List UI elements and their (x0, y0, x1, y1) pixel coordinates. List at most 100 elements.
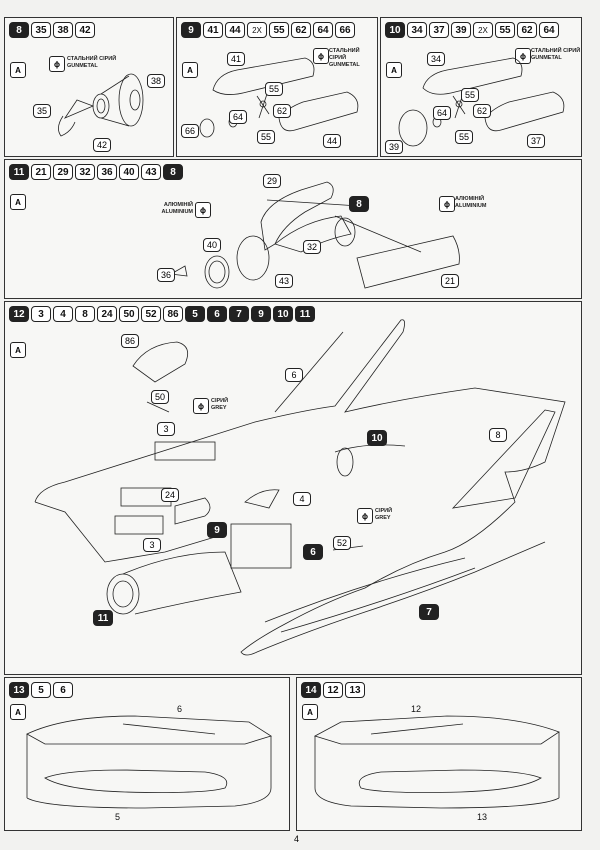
paint-name-ua: СТАЛЬНИЙ СІРИЙ (67, 56, 117, 62)
step-13-header: 13 5 6 (9, 682, 73, 698)
paint-icon: ϕ (49, 56, 65, 72)
part-chip: 29 (53, 164, 73, 180)
glue-icon: A (182, 62, 198, 78)
glue-icon: A (10, 342, 26, 358)
callout-36: 36 (157, 268, 175, 282)
part-chip: 5 (31, 682, 51, 698)
part-chip: 62 (517, 22, 537, 38)
callout-3: 3 (157, 422, 175, 436)
quantity-chip: 2X (247, 22, 267, 38)
step-number: 12 (9, 306, 29, 322)
callout-55: 55 (461, 88, 479, 102)
part-chip: 64 (313, 22, 333, 38)
part-chip: 43 (141, 164, 161, 180)
callout-12: 12 (411, 704, 422, 714)
callout-21: 21 (441, 274, 459, 288)
callout-52: 52 (333, 536, 351, 550)
part-chip: 62 (291, 22, 311, 38)
paint-icon: ϕ (439, 196, 455, 212)
step-12-drawing (34, 319, 566, 656)
part-chip: 6 (53, 682, 73, 698)
callout-55: 55 (455, 130, 473, 144)
part-chip: 40 (119, 164, 139, 180)
step-ref-6: 6 (303, 544, 323, 560)
paint-name-ua: СТАЛЬНИЙ СІРИЙ (531, 48, 581, 54)
part-chip: 42 (75, 22, 95, 38)
callout-41: 41 (227, 52, 245, 66)
page-number: 4 (294, 834, 300, 844)
callout-64: 64 (433, 106, 451, 120)
paint-name-en: GUNMETAL (531, 55, 562, 61)
part-chip: 36 (97, 164, 117, 180)
paint-name-en: GUNMETAL (329, 62, 360, 68)
glue-icon: A (386, 62, 402, 78)
paint-icon: ϕ (357, 508, 373, 524)
paint-name-en: GREY (211, 405, 227, 411)
paint-name-ua: СІРИЙ (211, 398, 229, 404)
glue-icon: A (10, 62, 26, 78)
step-ref-11: 11 (93, 610, 113, 626)
paint-icon: ϕ (193, 398, 209, 414)
step-number: 14 (301, 682, 321, 698)
part-chip: 55 (269, 22, 289, 38)
callout-29: 29 (263, 174, 281, 188)
step-13-drawing (26, 715, 272, 809)
step-14-header: 14 12 13 (301, 682, 365, 698)
step-ref-chip: 8 (163, 164, 183, 180)
step-9-panel: 9 41 44 2X 55 62 64 66 A ϕ СТАЛЬНИЙ СІРИ… (176, 17, 378, 157)
paint-name-ua: АЛЮМІНІЙ (455, 196, 485, 202)
callout-64: 64 (229, 110, 247, 124)
paint-name-en: ALUMINIUM (455, 203, 487, 209)
callout-32: 32 (303, 240, 321, 254)
step-8-drawing (58, 73, 144, 137)
callout-44: 44 (323, 134, 341, 148)
quantity-chip: 2X (473, 22, 493, 38)
part-chip: 37 (429, 22, 449, 38)
paint-name-en: ALUMINIUM (161, 209, 193, 215)
step-8-header: 8 35 38 42 (9, 22, 95, 38)
step-ref-chip: 6 (207, 306, 227, 322)
step-ref-chip: 5 (185, 306, 205, 322)
callout-66: 66 (181, 124, 199, 138)
step-11-header: 11 21 29 32 36 40 43 8 (9, 164, 183, 180)
callout-40: 40 (203, 238, 221, 252)
part-chip: 66 (335, 22, 355, 38)
step-10-drawing (398, 57, 565, 147)
part-chip: 4 (53, 306, 73, 322)
step-ref-chip: 10 (273, 306, 293, 322)
callout-4: 4 (293, 492, 311, 506)
callout-3: 3 (143, 538, 161, 552)
part-chip: 41 (203, 22, 223, 38)
part-chip: 8 (75, 306, 95, 322)
part-chip: 86 (163, 306, 183, 322)
callout-34: 34 (427, 52, 445, 66)
paint-icon: ϕ (313, 48, 329, 64)
callout-42: 42 (93, 138, 111, 152)
paint-name-ua: АЛЮМІНІЙ (163, 202, 193, 208)
part-chip: 44 (225, 22, 245, 38)
step-13-panel: 13 5 6 A 6 5 (4, 677, 290, 831)
glue-icon: A (10, 704, 26, 720)
paint-icon: ϕ (515, 48, 531, 64)
step-ref-chip: 11 (295, 306, 315, 322)
callout-50: 50 (151, 390, 169, 404)
callout-37: 37 (527, 134, 545, 148)
callout-13: 13 (477, 812, 488, 822)
step-10-panel: 10 34 37 39 2X 55 62 64 A ϕ СТАЛЬНИЙ СІР… (380, 17, 582, 157)
step-ref-9: 9 (207, 522, 227, 538)
step-9-header: 9 41 44 2X 55 62 64 66 (181, 22, 355, 38)
callout-86: 86 (121, 334, 139, 348)
callout-62: 62 (273, 104, 291, 118)
step-12-header: 12 3 4 8 24 50 52 86 5 6 7 9 10 11 (9, 306, 315, 322)
paint-name-en: GUNMETAL (67, 63, 98, 69)
step-11-drawing (169, 181, 460, 289)
paint-name-ua: СТАЛЬНИЙ СІРИЙ (329, 48, 360, 61)
callout-55: 55 (265, 82, 283, 96)
step-ref-chip: 7 (229, 306, 249, 322)
callout-38: 38 (147, 74, 165, 88)
paint-name-ua: СІРИЙ (375, 508, 393, 514)
callout-6: 6 (285, 368, 303, 382)
